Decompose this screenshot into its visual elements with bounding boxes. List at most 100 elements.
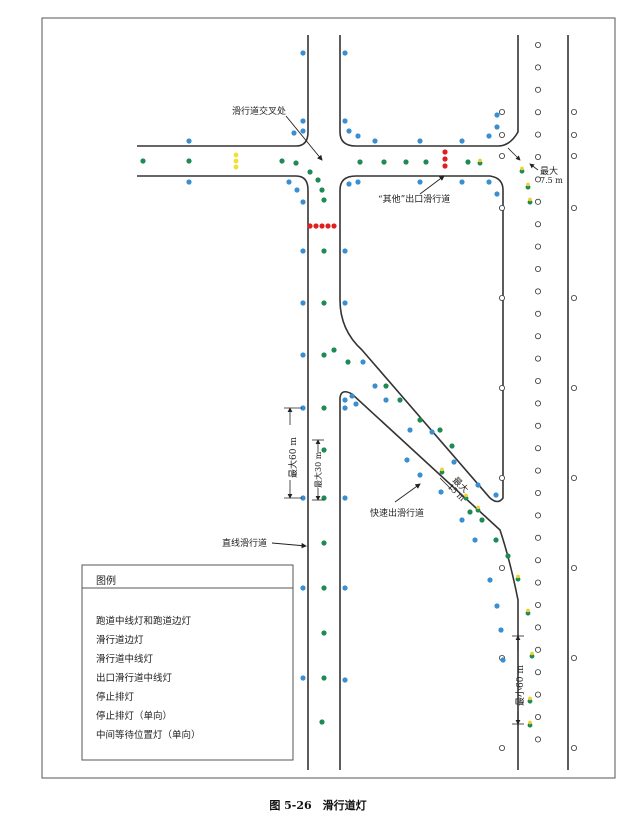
intermediate-holding-light — [233, 152, 239, 158]
taxiway-edge-light — [342, 677, 348, 683]
taxiway-centerline-light — [493, 537, 499, 543]
exit-centerline-light-yellow — [526, 182, 530, 187]
taxiway-centerline-light — [449, 443, 455, 449]
stop-bar-light — [319, 223, 325, 229]
dimension-lines — [284, 147, 539, 725]
stop-bar-light — [331, 223, 337, 229]
legend-item-runway: 跑道中线灯和跑道边灯 — [96, 616, 192, 627]
taxiway-edge-light — [429, 429, 435, 435]
runway-centerline-light — [535, 691, 542, 698]
taxiway-centerline-light — [319, 187, 325, 193]
taxiway-centerline-light — [307, 169, 313, 175]
exit-centerline-light — [475, 507, 481, 513]
taxiway-edge-light — [498, 627, 504, 633]
taxiway-edge-light — [294, 187, 300, 193]
taxiway-centerline-light — [397, 397, 403, 403]
runway-edge-light — [571, 655, 578, 662]
taxiway-centerline-light — [315, 177, 321, 183]
runway-centerline-light — [535, 265, 542, 272]
taxiway-centerline-light — [140, 158, 146, 164]
lights-layer — [140, 42, 578, 752]
taxiway-centerline-light — [381, 159, 387, 165]
runway-edge-light — [498, 131, 505, 138]
taxiway-edge-light — [360, 359, 366, 365]
label-rapid-exit: 快速出滑行道 — [370, 509, 425, 519]
runway-centerline-light — [535, 579, 542, 586]
stop-bar-light — [307, 223, 313, 229]
taxiway-edge-light — [417, 179, 423, 185]
taxiway-centerline-light — [293, 160, 299, 166]
taxiway-centerline-light — [321, 540, 327, 546]
exit-centerline-light — [519, 168, 525, 174]
runway-centerline-light — [535, 288, 542, 295]
runway-centerline-light — [535, 646, 542, 653]
runway-centerline-light — [535, 153, 542, 160]
exit-centerline-light-yellow — [476, 505, 480, 510]
label-other-exit: “其他”出口滑行道 — [378, 195, 451, 205]
legend-title: 图例 — [96, 576, 116, 587]
runway-edge-light — [571, 474, 578, 481]
exit-centerline-light — [527, 722, 533, 728]
taxiway-edge-light — [342, 495, 348, 501]
runway-centerline-light — [535, 557, 542, 564]
taxiway-edge-light — [372, 383, 378, 389]
taxiway-centerline-light — [403, 159, 409, 165]
taxiway-edge-light — [459, 138, 465, 144]
taxiway-edge-light — [404, 457, 410, 463]
taxiway-edge-light — [486, 133, 492, 139]
legend-item-stop-bar-uni: 停止排灯（单向） — [96, 711, 173, 722]
exit-centerline-light-yellow — [478, 158, 482, 163]
label-intersection: 滑行道交叉处 — [232, 107, 287, 117]
taxiway-centerline-light — [357, 159, 363, 165]
exit-centerline-light-yellow — [516, 574, 520, 579]
taxiway-outlines — [137, 35, 569, 770]
runway-centerline-light — [535, 198, 542, 205]
figure-caption: 图 5-26 滑行道灯 — [269, 799, 367, 812]
label-max-30: 最大30 m — [314, 451, 323, 488]
legend-item-hold-light: 中间等待位置灯（单向） — [96, 730, 201, 741]
runway-centerline-light — [535, 42, 542, 49]
taxiway-edge-light — [300, 50, 306, 56]
taxiway-centerline-light — [321, 248, 327, 254]
runway-centerline-light — [535, 445, 542, 452]
taxiway-centerline-light — [321, 447, 327, 453]
runway-edge-light — [498, 745, 505, 752]
runway-centerline-light — [535, 86, 542, 93]
runway-centerline-light — [535, 109, 542, 116]
taxiway-edge-light — [300, 128, 306, 134]
exit-centerline-light — [527, 199, 533, 205]
taxiway-centerline-light — [383, 383, 389, 389]
taxiway-edge-light — [186, 138, 192, 144]
taxiway-edge-light — [417, 138, 423, 144]
exit-centerline-light-yellow — [530, 651, 534, 656]
runway-centerline-light — [535, 669, 542, 676]
runway-edge-light — [571, 294, 578, 301]
taxiway-centerline-light — [321, 197, 327, 203]
runway-edge-light — [571, 204, 578, 211]
exit-centerline-light-yellow — [440, 467, 444, 472]
runway-centerline-light — [535, 243, 542, 250]
runway-edge-light — [498, 384, 505, 391]
runway-centerline-light — [535, 624, 542, 631]
exit-centerline-light — [463, 495, 469, 501]
exit-centerline-light — [477, 160, 483, 166]
taxiway-edge-light — [494, 191, 500, 197]
taxiway-centerline-light — [479, 517, 485, 523]
stop-bar-unidirectional-light — [442, 163, 448, 169]
taxiway-edge-light — [372, 138, 378, 144]
taxiway-edge-light — [342, 585, 348, 591]
taxiway-edge-light — [417, 472, 423, 478]
runway-edge-light — [498, 152, 505, 159]
taxiway-centerline-light — [437, 427, 443, 433]
runway-edge-light — [498, 474, 505, 481]
runway-centerline-light — [535, 467, 542, 474]
exit-centerline-light-yellow — [464, 493, 468, 498]
exit-centerline-light-yellow — [528, 720, 532, 725]
taxiway-edge-light — [353, 401, 359, 407]
taxiway-centerline-light — [319, 719, 325, 725]
taxiway-edge-light — [291, 130, 297, 136]
runway-edge-light — [571, 745, 578, 752]
taxiway-centerline-light — [321, 585, 327, 591]
taxiway-centerline-light — [321, 352, 327, 358]
taxiway-centerline-light — [423, 159, 429, 165]
